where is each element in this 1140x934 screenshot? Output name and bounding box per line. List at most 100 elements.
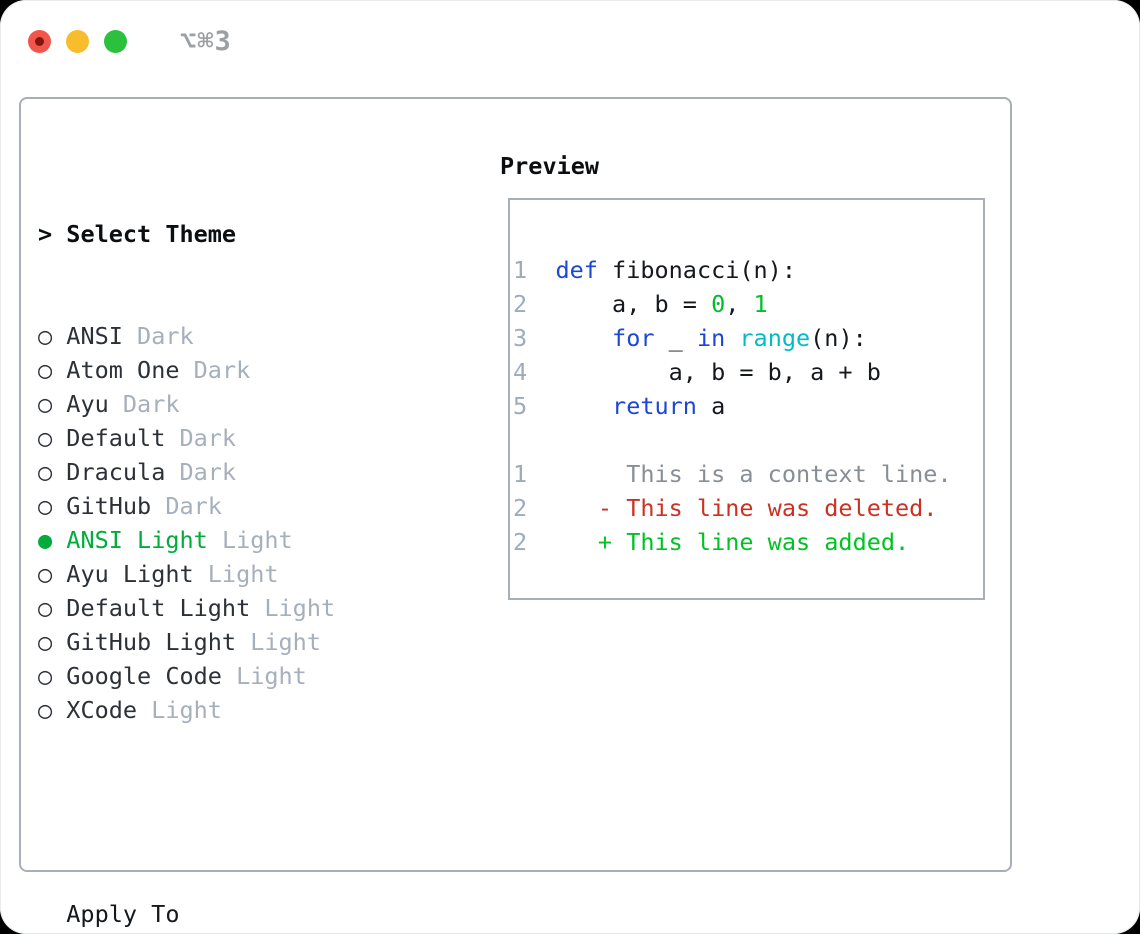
theme-name: Ayu [52, 390, 109, 418]
theme-name: Dracula [52, 458, 166, 486]
radio-unselected-icon: ○ [38, 628, 53, 656]
code-segment-code [725, 324, 739, 352]
line-number: 4 [513, 358, 556, 386]
code-line: 5 return a [513, 389, 983, 423]
code-line: 1 def fibonacci(n): [513, 253, 983, 287]
theme-option-xcode[interactable]: ○ XCode Light [38, 693, 434, 727]
theme-name: Google Code [52, 662, 222, 690]
theme-variant: Light [236, 628, 321, 656]
diff-line: 2 + This line was added. [513, 525, 983, 559]
theme-name: GitHub [52, 492, 152, 520]
code-segment-code: _ [654, 324, 697, 352]
line-number: 5 [513, 392, 556, 420]
code-segment-code: a, b = b, a + b [555, 358, 881, 386]
radio-unselected-icon: ○ [38, 492, 53, 520]
window-title: ⌥⌘3 [180, 26, 232, 57]
theme-name: GitHub Light [52, 628, 237, 656]
line-number: 2 [513, 290, 556, 318]
theme-option-google-code[interactable]: ○ Google Code Light [38, 659, 434, 693]
close-button-dot-icon [35, 37, 44, 46]
radio-unselected-icon: ○ [38, 424, 53, 452]
select-theme-header: > Select Theme [38, 217, 434, 251]
close-button[interactable] [28, 30, 51, 53]
code-segment-code: fibonacci(n): [597, 256, 796, 284]
radio-unselected-icon: ○ [38, 594, 53, 622]
minimize-button[interactable] [66, 30, 89, 53]
theme-variant: Light [207, 526, 293, 554]
theme-variant: Light [221, 662, 307, 690]
code-segment-number: 0 [711, 290, 726, 318]
theme-option-github-light[interactable]: ○ GitHub Light Light [38, 625, 434, 659]
radio-unselected-icon: ○ [38, 696, 53, 724]
theme-variant: Dark [151, 492, 222, 520]
code-segment-code: a [696, 392, 726, 420]
code-segment-code [555, 324, 612, 352]
code-segment-added: + This line was added. [555, 528, 910, 556]
theme-picker-panel: > Select Theme ○ ANSI Dark○ Atom One Dar… [19, 97, 1012, 928]
theme-variant: Dark [108, 390, 180, 418]
theme-variant: Dark [179, 356, 251, 384]
line-number: 2 [513, 494, 556, 522]
theme-variant: Dark [165, 458, 237, 486]
code-segment-code: (n): [810, 324, 867, 352]
maximize-button[interactable] [104, 30, 127, 53]
radio-unselected-icon: ○ [38, 458, 53, 486]
theme-option-github[interactable]: ○ GitHub Dark [38, 489, 434, 523]
apply-to-header: Apply To [66, 900, 180, 928]
theme-name: ANSI Light [52, 526, 208, 554]
theme-name: Default [52, 424, 166, 452]
theme-name: XCode [52, 696, 138, 724]
select-theme-title: Select Theme [66, 220, 237, 248]
code-segment-keyword: for [612, 324, 655, 352]
diff-line: 1 This is a context line. [513, 457, 983, 491]
line-number: 1 [513, 460, 556, 488]
theme-option-default-light[interactable]: ○ Default Light Light [38, 591, 434, 625]
theme-options-list: ○ ANSI Dark○ Atom One Dark○ Ayu Dark○ De… [38, 319, 434, 727]
theme-option-ayu[interactable]: ○ Ayu Dark [38, 387, 434, 421]
spacer [38, 795, 434, 829]
line-number: 1 [513, 256, 556, 284]
cursor-prefix: > [38, 220, 67, 248]
blank-line [513, 423, 983, 457]
code-segment-deleted: - This line was deleted. [555, 494, 938, 522]
code-segment-keyword: in [696, 324, 726, 352]
code-line: 3 for _ in range(n): [513, 321, 983, 355]
theme-option-ansi[interactable]: ○ ANSI Dark [38, 319, 434, 353]
line-number: 3 [513, 324, 556, 352]
code-segment-context: This is a context line. [555, 460, 952, 488]
code-segment-code: , [725, 290, 754, 318]
radio-unselected-icon: ○ [38, 662, 53, 690]
theme-name: Atom One [52, 356, 180, 384]
code-segment-keyword: return [612, 392, 697, 420]
theme-select-column: > Select Theme ○ ANSI Dark○ Atom One Dar… [38, 149, 434, 934]
code-segment-number: 1 [753, 290, 768, 318]
theme-name: ANSI [52, 322, 123, 350]
theme-option-atom-one[interactable]: ○ Atom One Dark [38, 353, 434, 387]
radio-unselected-icon: ○ [38, 560, 53, 588]
line-number: 2 [513, 528, 556, 556]
theme-option-default[interactable]: ○ Default Dark [38, 421, 434, 455]
radio-unselected-icon: ○ [38, 356, 53, 384]
theme-name: Ayu Light [52, 560, 194, 588]
preview-header: Preview [500, 152, 600, 180]
theme-variant: Light [250, 594, 336, 622]
theme-variant: Light [193, 560, 279, 588]
code-line: 2 a, b = 0, 1 [513, 287, 983, 321]
theme-name: Default Light [52, 594, 251, 622]
theme-variant: Light [137, 696, 222, 724]
code-line: 4 a, b = b, a + b [513, 355, 983, 389]
theme-variant: Dark [122, 322, 194, 350]
code-segment-builtin: range [739, 324, 811, 352]
radio-unselected-icon: ○ [38, 390, 53, 418]
code-segment-code: a, b = [555, 290, 712, 318]
theme-option-ayu-light[interactable]: ○ Ayu Light Light [38, 557, 434, 591]
radio-unselected-icon: ○ [38, 322, 53, 350]
window-titlebar: ⌥⌘3 [28, 26, 232, 57]
theme-option-dracula[interactable]: ○ Dracula Dark [38, 455, 434, 489]
code-segment-code [555, 392, 612, 420]
theme-option-ansi-light[interactable]: ● ANSI Light Light [38, 523, 434, 557]
code-segment-keyword: def [555, 256, 598, 284]
